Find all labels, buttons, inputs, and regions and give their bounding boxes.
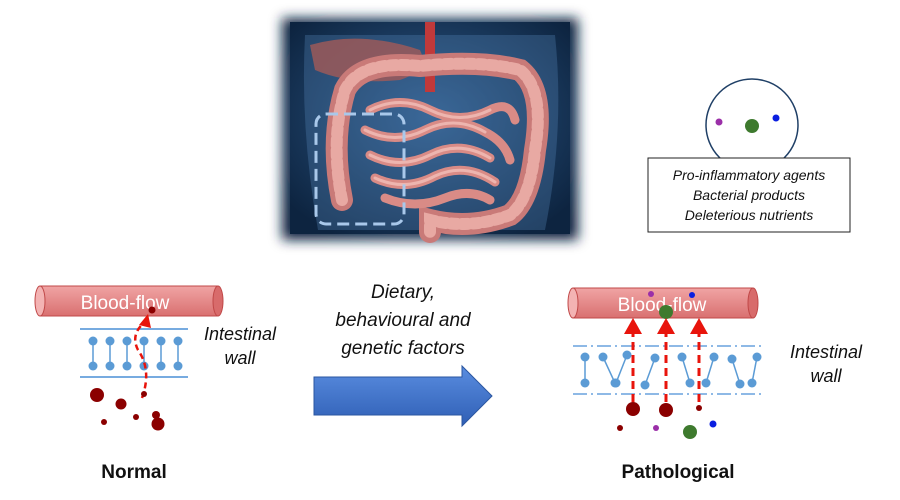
intestine-illustration [282, 18, 578, 243]
crossing-arrowhead-normal [139, 314, 151, 328]
legend-green-dot [745, 119, 759, 133]
lipid [88, 336, 98, 371]
intestinal-wall-pathological [573, 345, 765, 395]
factors-line-1: Dietary, [371, 282, 435, 303]
lipid [105, 336, 115, 371]
tube-green-dot [659, 305, 673, 319]
wall-label-pathological-2: wall [810, 366, 842, 386]
normal-panel: Blood-flow Intestinal wall Normal [34, 285, 277, 483]
wall-label-normal-2: wall [224, 348, 256, 368]
particles-normal [90, 388, 165, 431]
blood-flow-label-normal: Blood-flow [81, 293, 170, 314]
particles-pathological [617, 402, 717, 439]
legend-line-1: Pro-inflammatory agents [673, 167, 826, 183]
lipid [747, 352, 762, 388]
lipid [701, 352, 719, 388]
caption-normal: Normal [101, 462, 166, 483]
crossed-particle-normal [148, 306, 156, 314]
lipid [611, 350, 632, 388]
wall-label-pathological-1: Intestinal [790, 342, 863, 362]
legend-blue-dot [772, 114, 780, 122]
tube-purple-dot [648, 291, 654, 297]
legend-line-3: Deleterious nutrients [685, 207, 813, 223]
lipid [677, 352, 695, 388]
legend-line-2: Bacterial products [693, 187, 805, 203]
lipid [640, 353, 660, 390]
legend-box [647, 157, 851, 233]
lipid [156, 336, 166, 371]
pathological-panel: Blood-flow Intestinal wall [567, 287, 863, 483]
leak-arrows [624, 318, 708, 402]
blood-flow-tube-pathological: Blood-flow [567, 287, 759, 319]
blood-flow-label-pathological: Blood-flow [618, 295, 707, 316]
transition-arrow: Dietary, behavioural and genetic factors [313, 282, 493, 428]
factors-line-3: genetic factors [341, 338, 465, 359]
lipid [580, 352, 590, 388]
blood-flow-tube-normal: Blood-flow [34, 285, 224, 317]
highlight-box [314, 112, 406, 226]
wall-label-normal-1: Intestinal [204, 324, 277, 344]
intestinal-wall-normal [80, 328, 188, 378]
tube-blue-dot [689, 292, 695, 298]
factors-line-2: behavioural and [335, 310, 472, 331]
lipid [173, 336, 183, 371]
lipid [122, 336, 132, 371]
big-blue-arrow [313, 364, 493, 428]
legend-purple-dot [715, 118, 723, 126]
lipid [727, 354, 745, 389]
caption-pathological: Pathological [622, 462, 735, 483]
crossing-arrow-normal [133, 321, 148, 399]
legend: Pro-inflammatory agents Bacterial produc… [647, 78, 851, 233]
